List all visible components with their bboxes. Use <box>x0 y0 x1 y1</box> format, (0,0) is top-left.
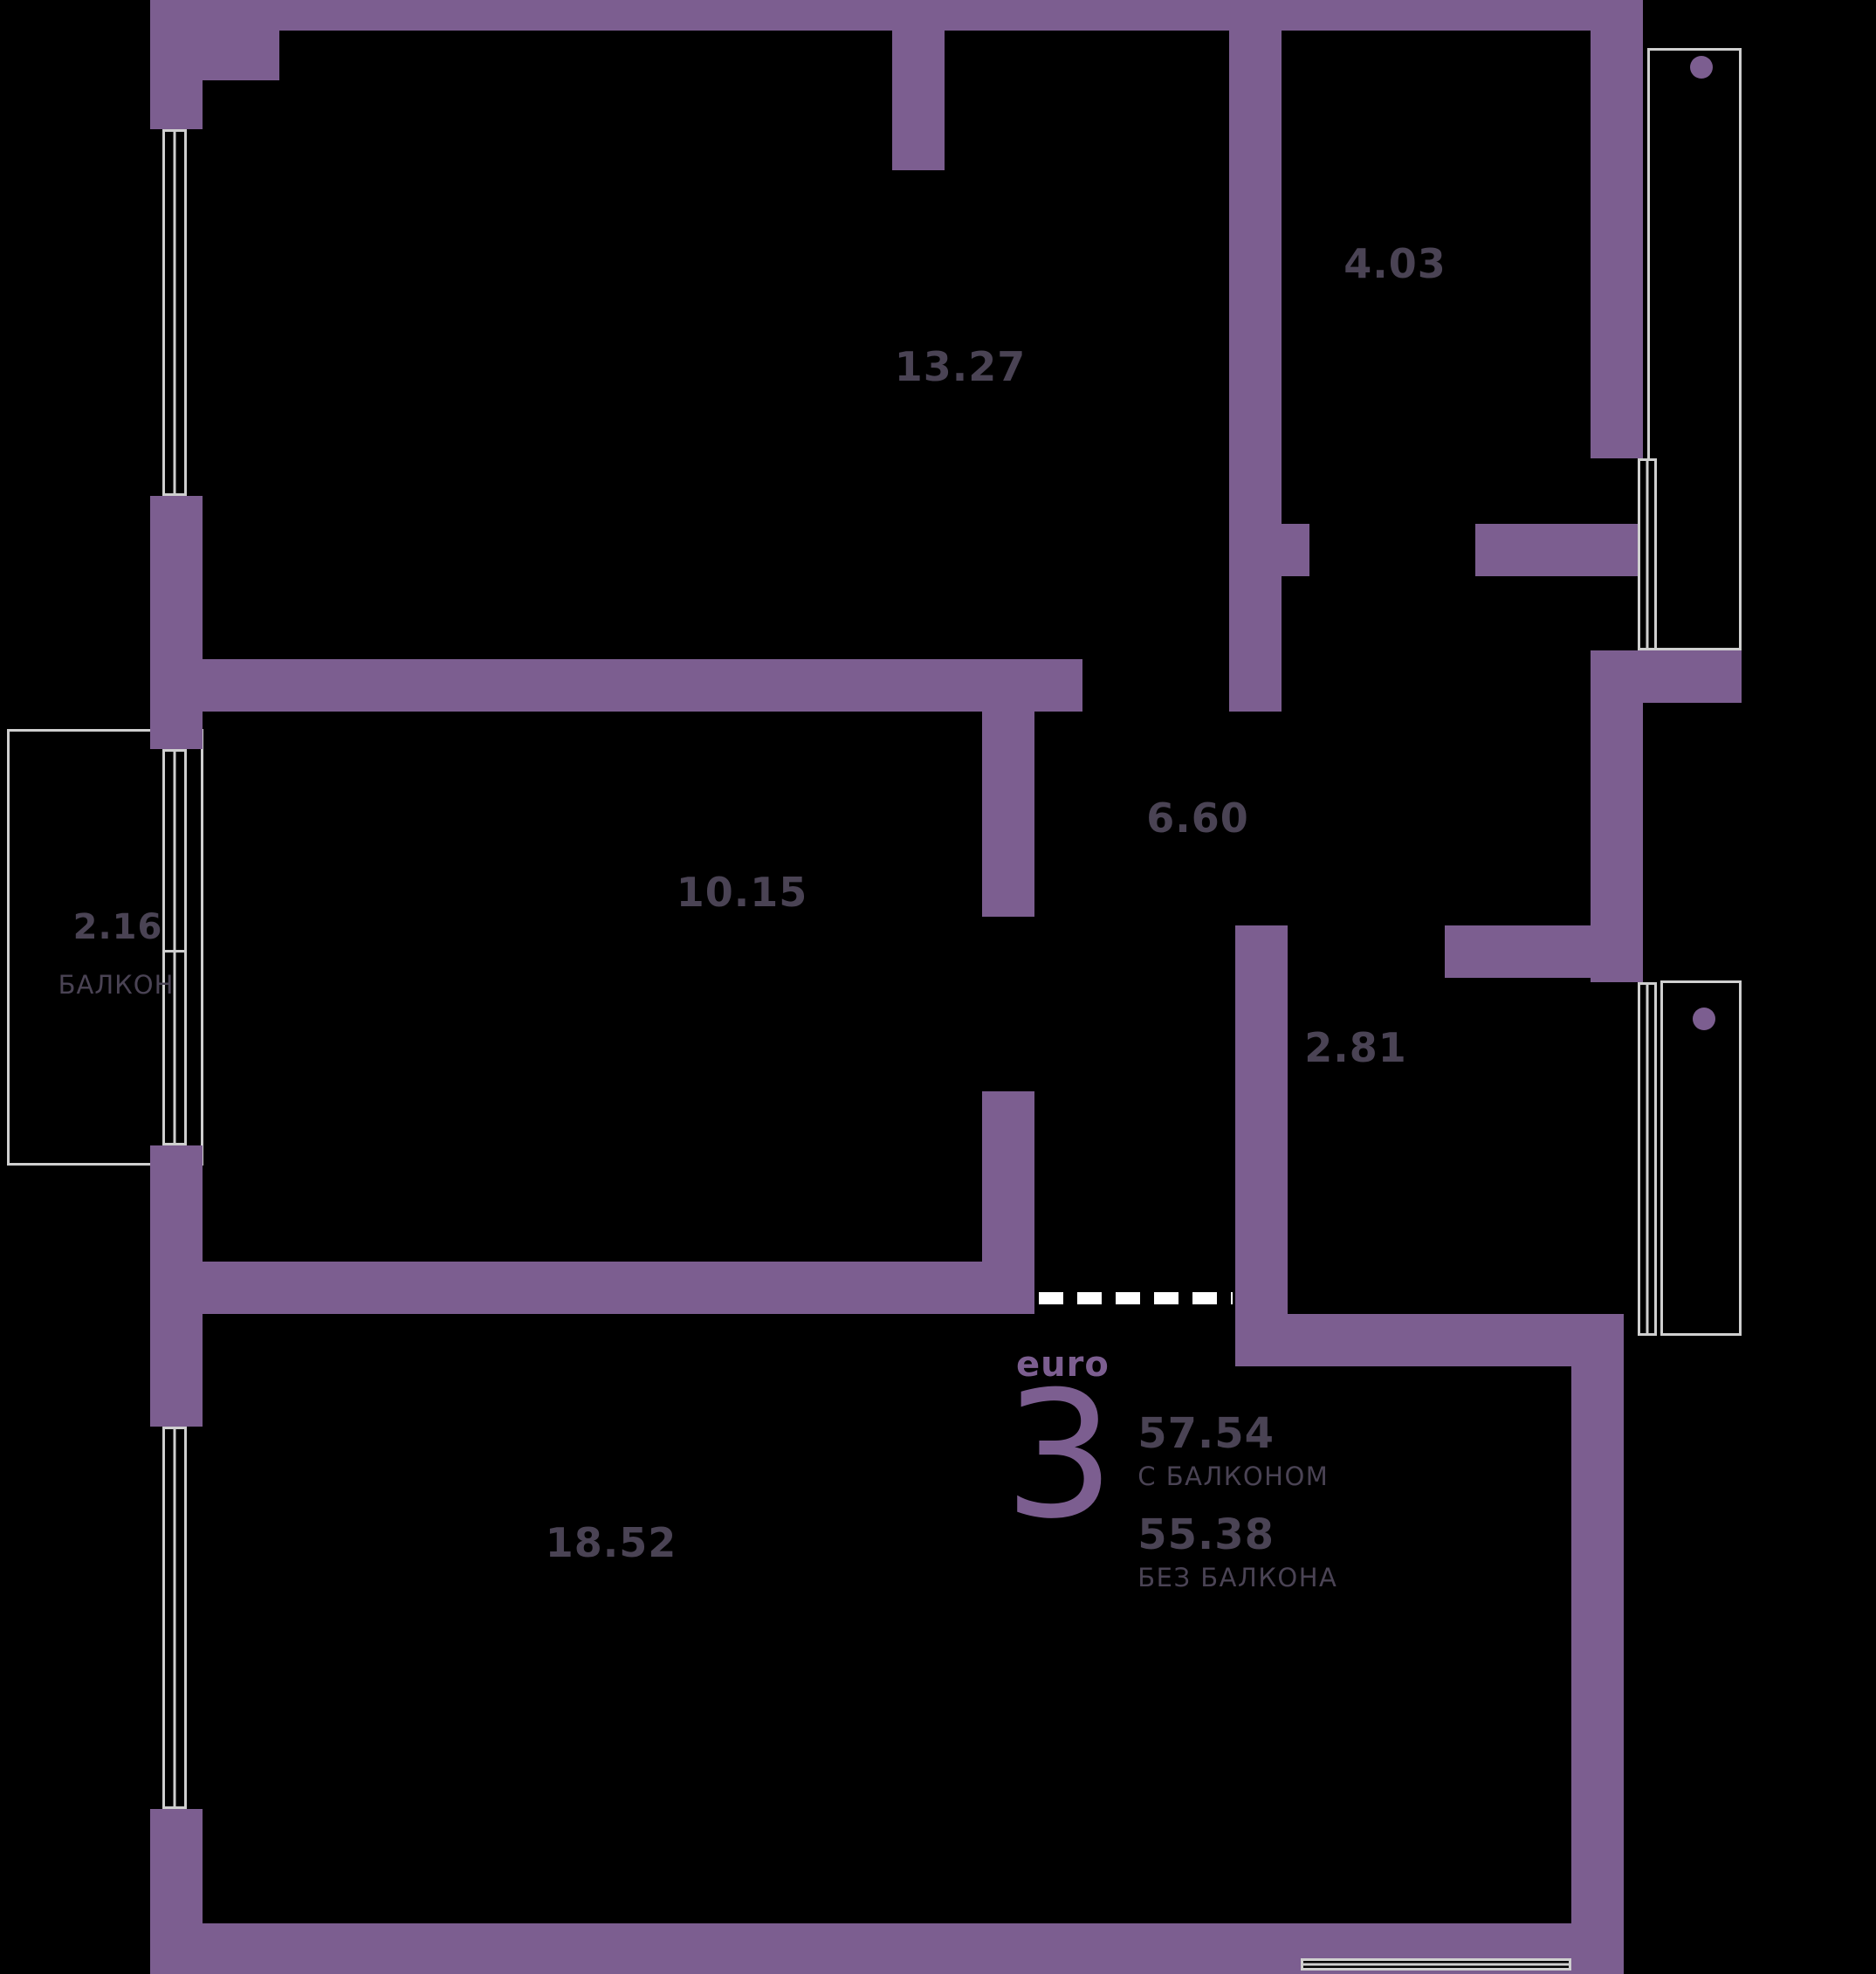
window-right-lower <box>1638 982 1657 1336</box>
wall-under-10 <box>203 1262 1034 1314</box>
area-with-balcony-value: 57.54 <box>1137 1409 1275 1458</box>
pivot-dot-upper <box>1690 56 1713 79</box>
wall-under-13 <box>203 659 1082 712</box>
wall-between-13-and-4 <box>1229 31 1282 524</box>
area-without-balcony-value: 55.38 <box>1137 1510 1275 1559</box>
wall-left-of-2-81 <box>1235 925 1288 1314</box>
room-area-label-2-81: 2.81 <box>1304 1024 1407 1071</box>
wall-left-segment <box>150 1145 203 1427</box>
wall-left-segment <box>150 1809 203 1974</box>
wall-under-2-81 <box>1235 1314 1624 1366</box>
area-without-balcony-caption: БЕЗ БАЛКОНА <box>1137 1563 1338 1592</box>
room-area-label-18-52: 18.52 <box>545 1519 677 1566</box>
balcony-door-window-left <box>162 749 187 1145</box>
balcony-left-outline <box>7 729 203 1166</box>
balcony-door-divider <box>162 950 187 953</box>
balcony-right-upper-outline <box>1647 48 1742 650</box>
wall-right-of-10-upper <box>982 712 1034 917</box>
rooms-count: 3 <box>1004 1354 1116 1558</box>
wall-right-lower <box>1571 1366 1624 1974</box>
wall-right-balcony-base <box>1591 650 1742 703</box>
wall-under-4-right <box>1475 524 1643 576</box>
wall-under-4-left <box>1229 524 1309 576</box>
dashed-opening <box>1039 1292 1233 1304</box>
room-area-label-4-03: 4.03 <box>1343 240 1447 287</box>
plan-type-label: euro <box>1016 1345 1110 1385</box>
wall-stub-top <box>892 31 945 170</box>
wall-right-upper <box>1591 31 1643 458</box>
balcony-name-label: БАЛКОН <box>58 970 175 1000</box>
room-area-label-6-60: 6.60 <box>1146 794 1249 842</box>
apartment-info-row: 3 57.54 С БАЛКОНОМ 55.38 БЕЗ БАЛКОНА <box>1004 1354 1371 1615</box>
wall-top-of-2-81 <box>1445 925 1643 978</box>
balcony-area-label: 2.16 <box>72 907 163 947</box>
wall-left-segment <box>150 496 203 749</box>
room-area-label-13-27: 13.27 <box>894 343 1027 390</box>
wall-left-segment <box>150 80 203 129</box>
balcony-right-lower-outline <box>1660 980 1742 1336</box>
window-bottom <box>1301 1958 1571 1971</box>
window-left-bottom <box>162 1427 187 1809</box>
wall-door-jamb <box>1229 576 1282 712</box>
balcony-door-right-upper <box>1638 458 1657 650</box>
pivot-dot-lower <box>1693 1008 1715 1030</box>
area-with-balcony-caption: С БАЛКОНОМ <box>1137 1462 1330 1491</box>
apartment-areas: 57.54 С БАЛКОНОМ 55.38 БЕЗ БАЛКОНА <box>1137 1385 1337 1615</box>
apartment-info: euro 3 57.54 С БАЛКОНОМ 55.38 БЕЗ БАЛКОН… <box>1004 1345 1371 1615</box>
wall-right-of-10-lower <box>982 1091 1034 1262</box>
wall-top <box>203 0 1643 31</box>
room-area-label-10-15: 10.15 <box>676 869 808 916</box>
window-left-top <box>162 129 187 496</box>
